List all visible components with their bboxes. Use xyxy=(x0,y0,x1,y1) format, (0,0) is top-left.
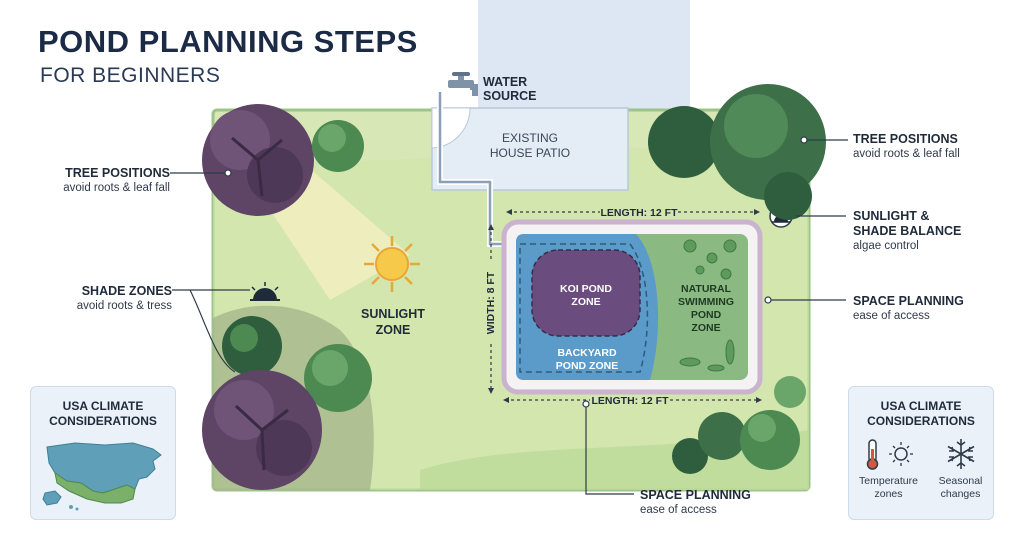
label-line: EXISTING xyxy=(502,131,558,145)
callout-title: TREE POSITIONS xyxy=(853,132,958,146)
callout-space-planning-bottom: SPACE PLANNING ease of access xyxy=(640,488,751,518)
tree-purple-bottom-left xyxy=(202,370,322,490)
koi-pond-area xyxy=(531,249,641,337)
callout-leader-lines xyxy=(170,139,848,495)
sun-small-icon xyxy=(888,442,913,466)
tree-purple-top-left xyxy=(202,104,314,216)
callout-subtitle: ease of access xyxy=(640,504,717,516)
climate-card-title: USA CLIMATE CONSIDERATIONS xyxy=(49,399,157,428)
callout-title: SPACE PLANNING xyxy=(853,294,964,308)
temperature-zones-label: Temperature zones xyxy=(859,475,918,500)
callout-subtitle: avoid roots & leaf fall xyxy=(63,182,170,194)
tree-green-top-right xyxy=(648,84,826,220)
faucet-icon xyxy=(448,72,478,96)
label-line: WIDTH: 8 FT xyxy=(485,271,497,334)
length-bottom-label: LENGTH: 12 FT xyxy=(591,395,669,407)
page-title: POND PLANNING STEPS xyxy=(38,24,418,59)
dimension-arrows xyxy=(488,209,762,403)
water-pipe xyxy=(438,92,506,246)
label-line: WATER xyxy=(483,75,527,89)
page-subtitle: FOR BEGINNERS xyxy=(40,64,221,87)
label-line: POND ZONE xyxy=(556,360,618,372)
callout-tree-positions-left: TREE POSITIONS avoid roots & leaf fall xyxy=(63,166,170,196)
pond-zone-dashed-outline xyxy=(519,243,649,373)
callout-title: TREE POSITIONS xyxy=(65,166,170,180)
callout-title: SUNLIGHT & SHADE BALANCE xyxy=(853,209,962,238)
seasonal-changes-item: Seasonal changes xyxy=(933,437,989,501)
label-line: SOURCE xyxy=(483,89,536,103)
callout-title: SPACE PLANNING xyxy=(640,488,751,502)
label-line: HOUSE PATIO xyxy=(490,146,570,160)
trees-bottom-right xyxy=(672,376,806,474)
label-line: KOI POND xyxy=(560,283,612,295)
tree-green-top-left xyxy=(312,120,364,172)
callout-subtitle: avoid roots & leaf fall xyxy=(853,148,960,160)
label-line: ZONE xyxy=(571,296,600,308)
tree-green-left-middle xyxy=(222,316,282,376)
snowflake-icon xyxy=(947,439,974,469)
tree-green-left-lower xyxy=(304,344,372,412)
temperature-zones-item: Temperature zones xyxy=(854,437,924,501)
callout-sunlight-shade-balance: SUNLIGHT & SHADE BALANCE algae control xyxy=(853,209,961,254)
label-line: BACKYARD xyxy=(557,347,617,359)
shade-dome-icon xyxy=(250,282,280,301)
callout-subtitle: avoid roots & tress xyxy=(76,300,172,312)
thermometer-icon xyxy=(866,439,913,470)
seasonal-changes-label: Seasonal changes xyxy=(938,475,983,500)
label-line: ZONE xyxy=(691,322,720,334)
label-line: NATURAL xyxy=(681,283,732,295)
callout-subtitle: ease of access xyxy=(853,310,930,322)
sunlight-zone-label: SUNLIGHT ZONE xyxy=(361,307,425,337)
label-line: LENGTH: 12 FT xyxy=(600,207,678,219)
usa-map-icon xyxy=(42,442,162,511)
sun-icon xyxy=(364,236,420,292)
climate-card-right: USA CLIMATE CONSIDERATIONS xyxy=(848,386,994,520)
callout-dots xyxy=(224,136,808,408)
length-top-label: LENGTH: 12 FT xyxy=(600,207,678,219)
label-line: SWIMMING xyxy=(678,296,734,308)
background-band xyxy=(478,0,690,110)
climate-card-left: USA CLIMATE CONSIDERATIONS xyxy=(30,386,176,520)
label-line: LENGTH: 12 FT xyxy=(591,395,669,407)
climate-card-icons: Temperature zones Seasonal changes xyxy=(849,437,993,501)
pond-plants xyxy=(679,239,737,372)
callout-space-planning-right: SPACE PLANNING ease of access xyxy=(853,294,964,324)
dimension-lines xyxy=(490,211,760,401)
label-line: SUNLIGHT xyxy=(361,307,425,321)
callout-tree-positions-right: TREE POSITIONS avoid roots & leaf fall xyxy=(853,132,960,162)
width-label: WIDTH: 8 FT xyxy=(485,271,497,334)
climate-card-title: USA CLIMATE CONSIDERATIONS xyxy=(867,399,975,428)
callout-title: SHADE ZONES xyxy=(81,284,172,298)
callout-shade-zones: SHADE ZONES avoid roots & tress xyxy=(77,284,172,314)
label-line: POND xyxy=(691,309,722,321)
callout-subtitle: algae control xyxy=(853,240,919,252)
label-line: ZONE xyxy=(376,323,411,337)
